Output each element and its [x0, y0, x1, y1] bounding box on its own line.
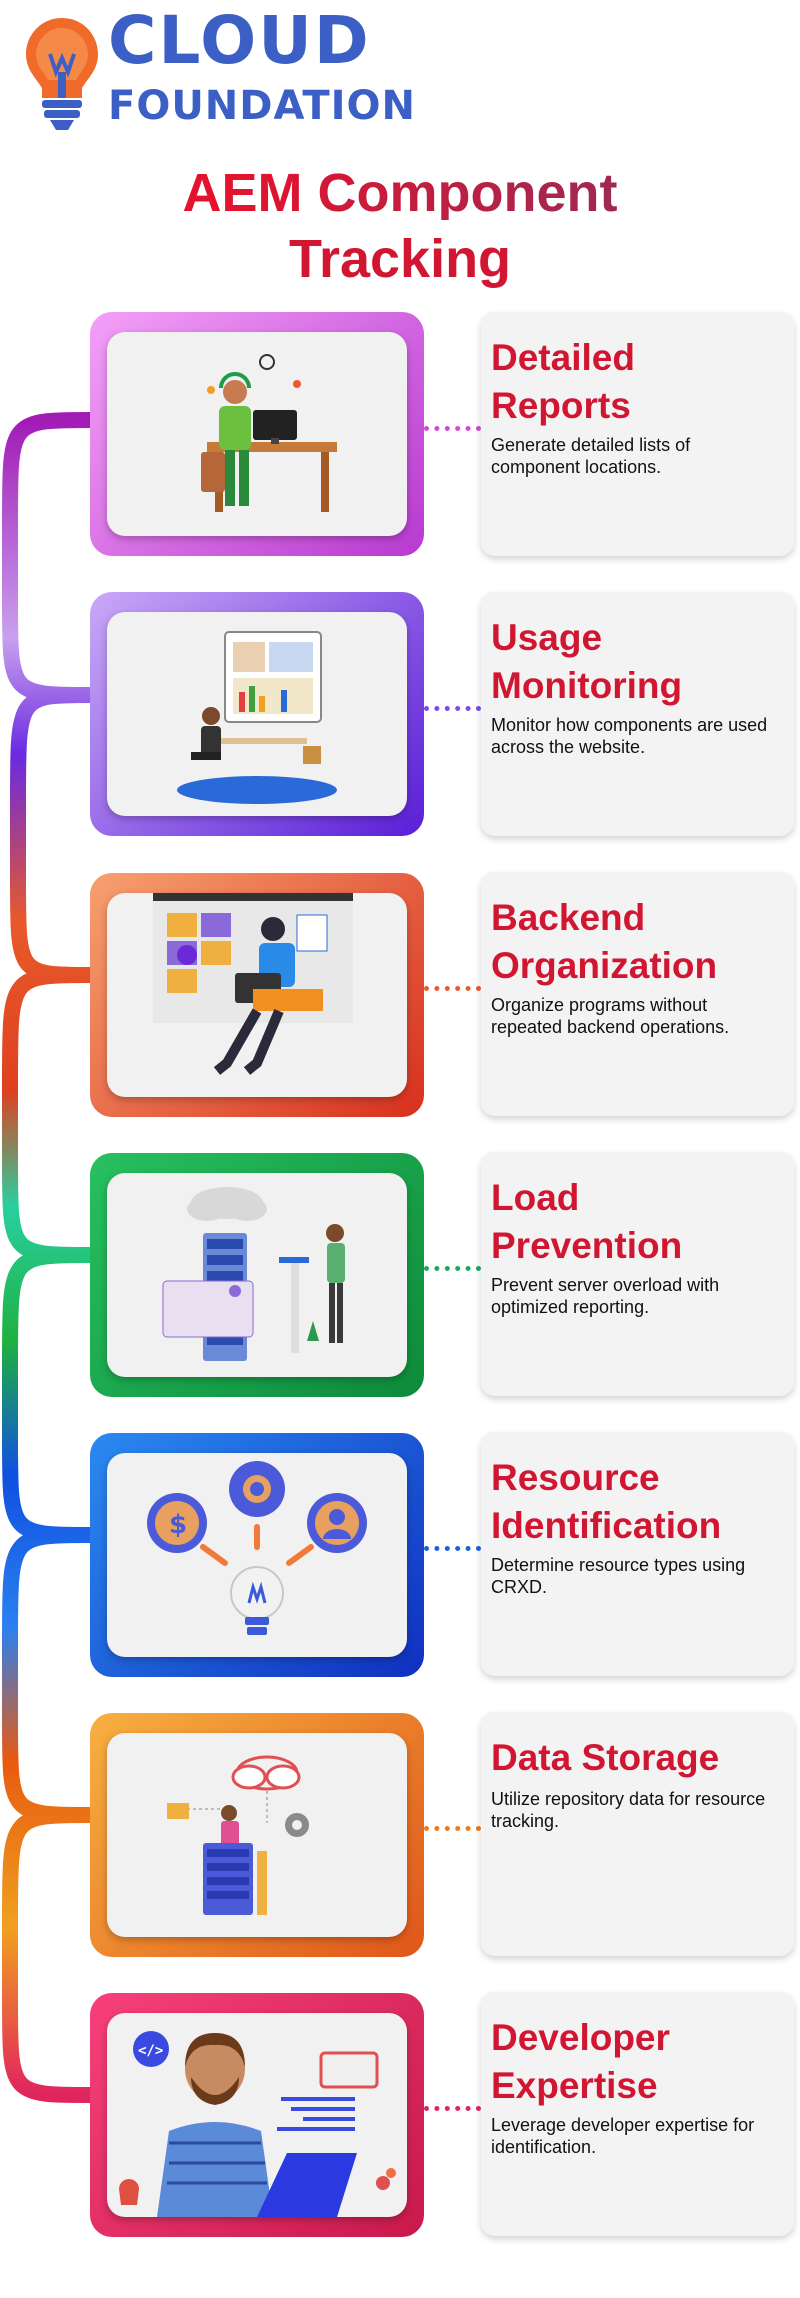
step-3-card: Backend Organization Organize programs w… [481, 872, 794, 1116]
page-title-line2: Tracking [288, 229, 512, 289]
step-2-description: Monitor how components are used across t… [491, 715, 768, 757]
person-monitoring-charts-illustration [107, 612, 407, 816]
step-7-title: Developer Expertise [491, 2017, 670, 2106]
step-5-card: Resource Identification Determine resour… [481, 1432, 794, 1676]
svg-text:$: $ [169, 1510, 187, 1540]
svg-text:</>: </> [138, 2043, 163, 2059]
step-1-card: Detailed Reports Generate detailed lists… [481, 312, 794, 556]
step-3-image-frame [90, 873, 424, 1117]
step-7-description: Leverage developer expertise for identif… [491, 2115, 755, 2157]
cloud-data-server-person-illustration [107, 1733, 407, 1937]
step-5-dotted-connector [424, 1546, 481, 1551]
step-4-description: Prevent server overload with optimized r… [491, 1275, 720, 1317]
lightbulb-gear-dollar-user-illustration: $ [107, 1453, 407, 1657]
lightbulb-logo-icon [26, 18, 98, 130]
step-1-dotted-connector [424, 426, 481, 431]
step-1-title: Detailed Reports [491, 337, 635, 426]
step-4-dotted-connector [424, 1266, 481, 1271]
logo-cloud-text: CLOUD [108, 2, 371, 79]
person-at-desk-headset-illustration [107, 332, 407, 536]
step-4-title: Load Prevention [491, 1177, 683, 1266]
step-3-title: Backend Organization [491, 897, 718, 986]
step-2-image-frame [90, 592, 424, 836]
server-cloud-person-illustration [107, 1173, 407, 1377]
step-6-image-frame [90, 1713, 424, 1957]
person-with-laptop-calendar-illustration [107, 893, 407, 1097]
developer-with-laptop-illustration: </> [107, 2013, 407, 2217]
step-1-description: Generate detailed lists of component loc… [491, 435, 691, 477]
step-2-title: Usage Monitoring [491, 617, 683, 706]
step-1-image-frame [90, 312, 424, 556]
step-2-dotted-connector [424, 706, 481, 711]
step-4-card: Load Prevention Prevent server overload … [481, 1152, 794, 1396]
step-3-description: Organize programs without repeated backe… [491, 995, 730, 1037]
step-7-image-frame: </> [90, 1993, 424, 2237]
step-2-card: Usage Monitoring Monitor how components … [481, 592, 794, 836]
step-3-dotted-connector [424, 986, 481, 991]
step-6-dotted-connector [424, 1826, 481, 1831]
step-6-description: Utilize repository data for resource tra… [491, 1789, 766, 1831]
step-5-description: Determine resource types using CRXD. [491, 1555, 746, 1597]
step-5-image-frame: $ [90, 1433, 424, 1677]
page-title-line1: AEM Component [0, 166, 800, 220]
step-7-dotted-connector [424, 2106, 481, 2111]
logo-foundation-text: FOUNDATION [108, 83, 416, 129]
step-7-card: Developer Expertise Leverage developer e… [481, 1992, 794, 2236]
step-5-title: Resource Identification [491, 1457, 722, 1546]
step-6-title: Data Storage [491, 1737, 720, 1778]
step-4-image-frame [90, 1153, 424, 1397]
step-6-card: Data Storage Utilize repository data for… [481, 1712, 794, 1956]
